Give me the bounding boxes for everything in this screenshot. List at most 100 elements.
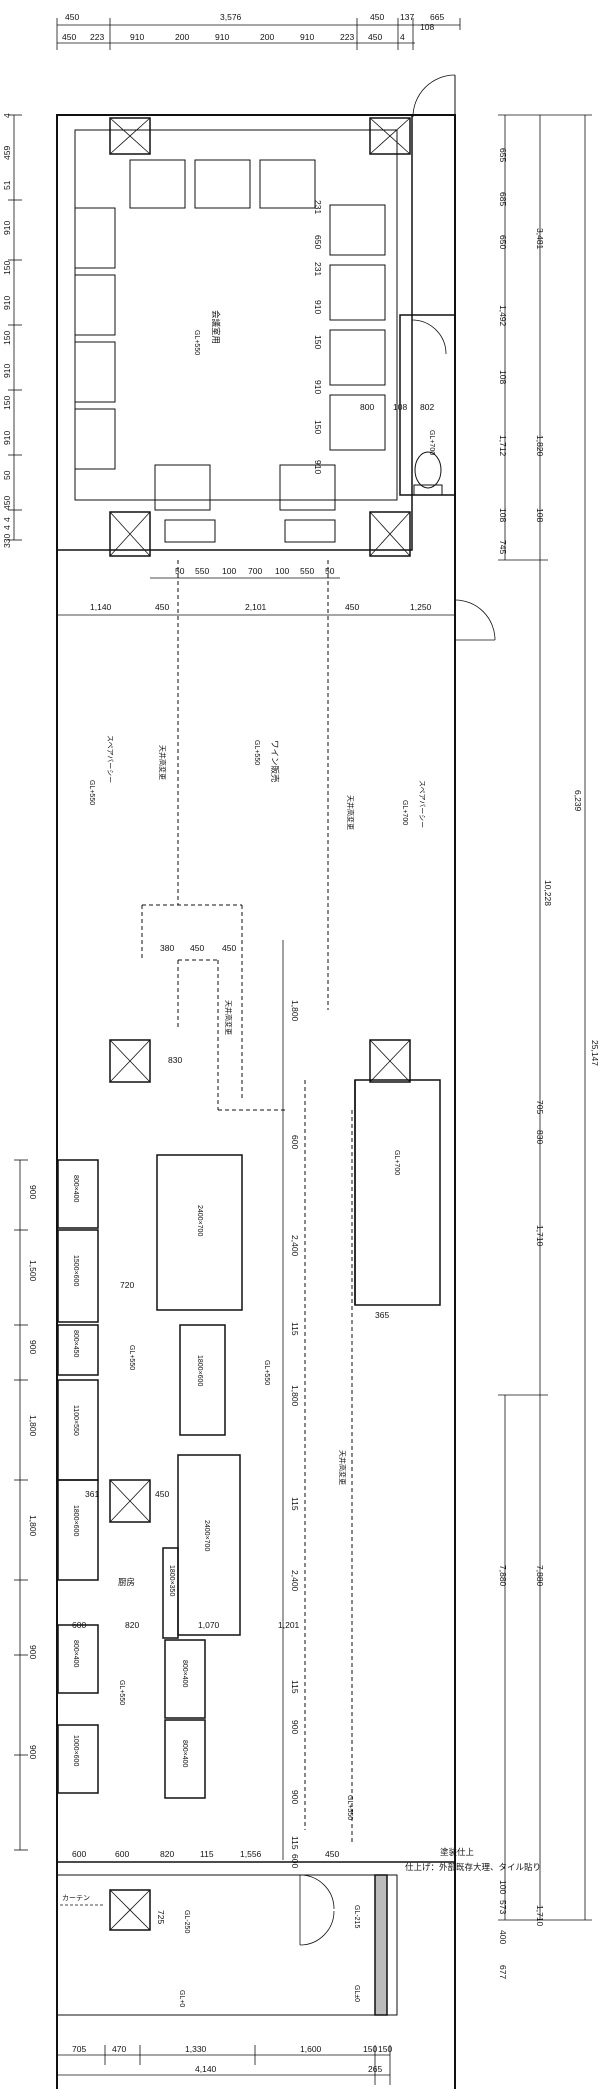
band-dim-4: 1,556 xyxy=(240,1849,262,1859)
center-dim-11: 115 xyxy=(290,1836,300,1850)
mid-dim-1: 550 xyxy=(195,566,209,576)
left-dim-low-2: 900 xyxy=(28,1340,38,1354)
center-dim-7: 2,400 xyxy=(290,1570,300,1592)
center-dim-4: 115 xyxy=(290,1322,300,1336)
center-dim-8: 115 xyxy=(290,1680,300,1694)
table-label-6: 1000×600 xyxy=(72,1735,79,1766)
top-dim-2-7: 223 xyxy=(340,32,354,42)
shop-dim-7: 365 xyxy=(375,1310,389,1320)
corridor-dim-3: 450 xyxy=(345,602,359,612)
counter-dim-0: 231 xyxy=(313,200,323,214)
right-dim-top-9: 108 xyxy=(535,508,545,522)
bottom-dim-1-3: 1,600 xyxy=(300,2044,322,2054)
counter-dim-4: 150 xyxy=(313,335,323,349)
mid-dim-4: 100 xyxy=(275,566,289,576)
table-label-11: 800×400 xyxy=(181,1660,188,1688)
wine-left-level: GL+550 xyxy=(88,780,95,805)
mid-dim-0: 50 xyxy=(175,566,185,576)
counter-level: GL+700 xyxy=(393,1150,400,1175)
table-label-7: 2400×700 xyxy=(196,1205,203,1236)
table-label-4: 1800×600 xyxy=(72,1505,79,1536)
shop-level-left: GL+550 xyxy=(128,1345,135,1370)
table-label-5: 800×400 xyxy=(72,1640,79,1668)
top-dim-2-0: 450 xyxy=(62,32,76,42)
dashed-note-2: 天井高変更 xyxy=(346,795,355,830)
right-dimension-lines xyxy=(498,114,592,1921)
top-dim-1-1: 3,576 xyxy=(220,12,242,22)
entry-dim-2: 1,710 xyxy=(535,1905,545,1927)
shop-dim-0: 720 xyxy=(120,1280,134,1290)
wine-sub-dim-1: 450 xyxy=(190,943,204,953)
top-dim-1-0: 450 xyxy=(65,12,79,22)
left-dim-low-0: 900 xyxy=(28,1185,38,1199)
central-tables xyxy=(109,1154,243,1799)
left-booths xyxy=(57,1159,99,1794)
center-dim-1: 1,800 xyxy=(290,1000,300,1022)
right-dim-mid-1: 10,228 xyxy=(543,880,553,906)
left-dim-low-1: 1,500 xyxy=(28,1260,38,1282)
entry-level-c: GL+0 xyxy=(178,1990,185,2007)
bottom-dim-1-5: 150 xyxy=(378,2044,392,2054)
table-label-10: 1800×350 xyxy=(168,1565,175,1596)
counter-dim-1: 650 xyxy=(313,235,323,249)
mid-dim-6: 50 xyxy=(325,566,335,576)
counter-dim-5: 910 xyxy=(313,380,323,394)
right-dim-top-0: 655 xyxy=(498,148,508,162)
counter-dim-6: 150 xyxy=(313,420,323,434)
bottom-dim-1-0: 705 xyxy=(72,2044,86,2054)
right-dim-mid-3: 705 xyxy=(535,1100,545,1114)
shop-level-center: GL+550 xyxy=(263,1360,270,1385)
top-dim-1-3: 137 xyxy=(400,12,414,22)
center-dashed-line xyxy=(304,1080,353,1845)
wine-right-level: GL+700 xyxy=(401,800,408,825)
mid-dimension-lines xyxy=(57,577,455,616)
bottom-dim-2-1: 265 xyxy=(368,2064,382,2074)
center-dim-0: 830 xyxy=(168,1055,182,1065)
wine-left-note: スペアバーシー xyxy=(106,735,114,783)
right-dim-top-1: 685 xyxy=(498,192,508,206)
top-dim-2-9: 4 xyxy=(400,32,405,42)
table-label-1: 1500×600 xyxy=(72,1255,79,1286)
center-dim-6: 115 xyxy=(290,1497,300,1511)
right-dim-top-5: 108 xyxy=(498,370,508,384)
upper-room xyxy=(56,74,456,557)
left-dimension-line-top xyxy=(8,114,22,541)
shop-dim-3: 600 xyxy=(72,1620,86,1630)
right-dim-top-4: 1,492 xyxy=(498,305,508,327)
shop-level-bottom: GL+550 xyxy=(346,1795,353,1820)
table-label-12: 800×400 xyxy=(181,1740,188,1768)
wine-area-level: GL+550 xyxy=(253,740,260,765)
left-dim-top-6: 150 xyxy=(2,331,12,345)
wine-sub-dim-2: 450 xyxy=(222,943,236,953)
finish-note-1: 塗装仕上 xyxy=(440,1847,475,1857)
finish-note-2: 仕上げ：外部既存大理、タイル貼り xyxy=(405,1862,541,1872)
counter-dim-2: 231 xyxy=(313,262,323,276)
entry-dim-1: 573 xyxy=(498,1900,508,1914)
left-dim-top-8: 150 xyxy=(2,396,12,410)
table-label-9: 2400×700 xyxy=(203,1520,210,1551)
room-level: GL+550 xyxy=(193,330,200,355)
left-dim-low-5: 900 xyxy=(28,1645,38,1659)
table-label-0: 800×400 xyxy=(72,1175,79,1203)
mid-dim-2: 100 xyxy=(222,566,236,576)
bottom-dim-1-2: 1,330 xyxy=(185,2044,207,2054)
shop-dim-1: 361 xyxy=(85,1489,99,1499)
corridor-dim-1: 450 xyxy=(155,602,169,612)
left-dim-low-4: 1,800 xyxy=(28,1515,38,1537)
center-dim-12: 600 xyxy=(290,1854,300,1868)
left-dim-top-14: 330 xyxy=(2,534,12,548)
right-dim-top-6: 1,712 xyxy=(498,435,508,457)
toilet-dim-0: 800 xyxy=(360,402,374,412)
room-name: 会議室用 xyxy=(211,310,221,344)
wine-sub-dim-0: 380 xyxy=(160,943,174,953)
left-dimension-line-low xyxy=(14,1159,28,1851)
toilet-dim-1: 108 xyxy=(393,402,407,412)
bottom-dimension-lines xyxy=(56,2045,391,2085)
right-dim-top-7: 1,820 xyxy=(535,435,545,457)
column-mid xyxy=(109,1039,411,1083)
shop-dim-4: 820 xyxy=(125,1620,139,1630)
curtain-label: カーテン xyxy=(62,1894,90,1902)
band-dim-3: 115 xyxy=(200,1849,214,1859)
left-dim-top-3: 910 xyxy=(2,221,12,235)
